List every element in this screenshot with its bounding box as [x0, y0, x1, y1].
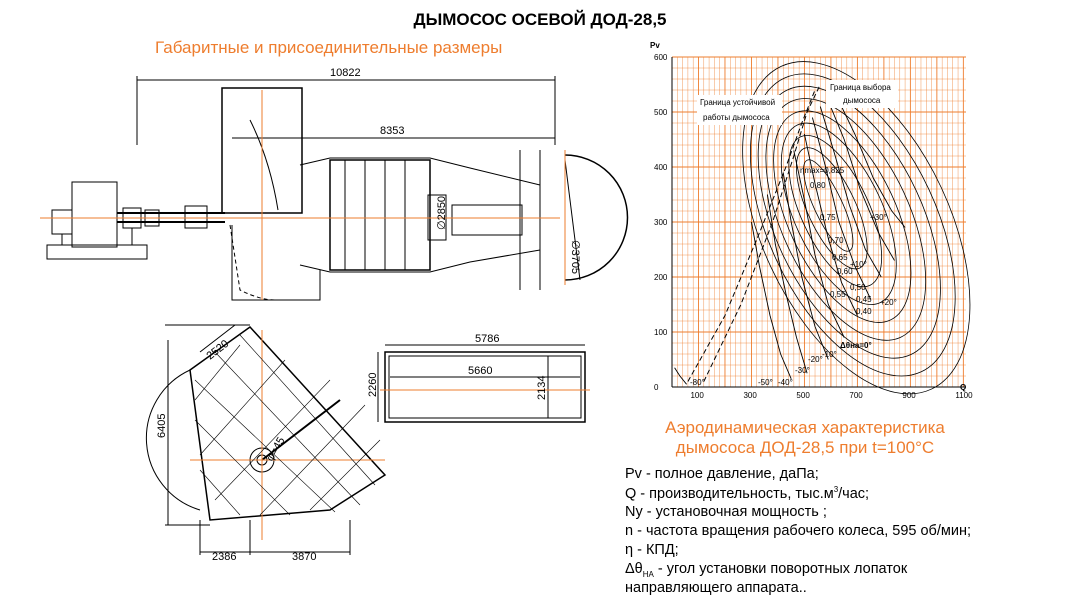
angle-curve — [819, 106, 882, 278]
dim-inner-length: 8353 — [380, 125, 404, 137]
angle-label: +20° — [880, 298, 897, 307]
eta-max-label: ηmax=0,825 — [800, 166, 845, 175]
efficiency-loop — [765, 98, 927, 341]
efficiency-label: 0,55 — [830, 290, 846, 299]
aero-title-line-1: Аэродинамическая характеристика — [665, 418, 945, 437]
angle-curve — [751, 221, 792, 379]
efficiency-loop — [803, 159, 854, 252]
efficiency-label: 0,70 — [828, 236, 844, 245]
angle-label: +30° — [870, 213, 887, 222]
efficiency-label: 0,75 — [820, 213, 836, 222]
chart-ticks: 100 300 500 700 900 1100 0 100 200 300 400 500 600 — [654, 53, 973, 400]
y-axis-label: Pv — [650, 41, 660, 50]
dim-2386: 2386 — [212, 551, 236, 563]
aero-title-line-2: дымососа ДОД-28,5 при t=100°C — [675, 438, 935, 457]
angle-label: -30° — [795, 366, 810, 375]
dim-5786: 5786 — [475, 333, 499, 345]
stability-label-2: работы дымососа — [703, 113, 770, 122]
angle-label: +10° — [850, 260, 867, 269]
x-tick-label: 1100 — [955, 391, 973, 400]
y-tick-label: 0 — [654, 383, 659, 392]
angle-label: -50° — [758, 378, 773, 387]
angle-label: -80° — [690, 378, 705, 387]
angle-curve — [793, 150, 845, 338]
legend-ny: Ny - установочная мощность ; — [625, 504, 827, 520]
efficiency-loop — [788, 134, 883, 288]
selection-label-1: Граница выбора — [830, 83, 891, 92]
dim-d2850: ∅2850 — [436, 196, 448, 230]
efficiency-loop — [757, 85, 941, 359]
legend-n: n - частота вращения рабочего колеса, 59… — [625, 523, 971, 539]
legend-eta: η - КПД; — [625, 542, 679, 558]
x-tick-label: 100 — [690, 391, 704, 400]
efficiency-loop — [796, 147, 868, 270]
x-tick-label: 700 — [849, 391, 863, 400]
angle-curve — [803, 133, 858, 316]
legend-dtheta: ΔθНА - угол установки поворотных лопаток — [625, 561, 908, 579]
dim-5660: 5660 — [468, 365, 492, 377]
y-tick-label: 100 — [654, 328, 668, 337]
drawing-subtitle: Габаритные и присоединительные размеры — [155, 38, 503, 57]
dim-d3705: ∅3705 — [569, 240, 581, 274]
efficiency-label: 0,80 — [810, 181, 826, 190]
angle-curve — [827, 100, 895, 261]
angle-curve — [811, 117, 872, 300]
y-tick-label: 600 — [654, 53, 668, 62]
x-tick-label: 900 — [902, 391, 916, 400]
x-axis-label: Q — [960, 383, 966, 392]
efficiency-loop — [773, 110, 912, 323]
dim-total-length: 10822 — [330, 67, 361, 79]
delta-theta-label: Δθна=0° — [840, 341, 872, 350]
angle-label: -40° — [778, 378, 793, 387]
dim-6405: 6405 — [156, 414, 168, 438]
x-tick-label: 500 — [796, 391, 810, 400]
y-tick-label: 300 — [654, 218, 668, 227]
efficiency-label: 0,50 — [850, 283, 866, 292]
angle-label: -20° — [808, 355, 823, 364]
angle-curve — [835, 95, 906, 228]
efficiency-loop — [750, 73, 956, 377]
y-tick-label: 500 — [654, 108, 668, 117]
selection-label-2: дымососа — [843, 96, 881, 105]
efficiency-loop — [780, 122, 897, 305]
legend-pv: Pv - полное давление, даПа; — [625, 466, 819, 482]
dim-2134: 2134 — [536, 376, 548, 400]
dim-2260: 2260 — [367, 373, 379, 397]
stability-label-1: Граница устойчивой — [700, 98, 775, 107]
y-tick-label: 400 — [654, 163, 668, 172]
technical-drawings: 10822 8353 ∅2850 ∅3705 2520 6405 φ=45 23… — [40, 67, 629, 563]
legend-dtheta-line2: направляющего аппарата.. — [625, 580, 807, 596]
angle-curve — [674, 367, 687, 385]
page-title: ДЫМОСОС ОСЕВОЙ ДОД-28,5 — [413, 10, 667, 29]
x-tick-label: 300 — [743, 391, 757, 400]
efficiency-label: 0,40 — [856, 307, 872, 316]
stability-boundary — [687, 89, 816, 382]
y-tick-label: 200 — [654, 273, 668, 282]
chart-curves — [674, 61, 971, 395]
legend-q: Q - производительность, тыс.м3/час; — [625, 485, 870, 502]
angle-label: -10° — [822, 350, 837, 359]
efficiency-label: 0,45 — [856, 295, 872, 304]
efficiency-label: 0,60 — [837, 267, 853, 276]
dim-3870: 3870 — [292, 551, 316, 563]
selection-boundary — [703, 84, 821, 382]
efficiency-loop — [742, 61, 971, 395]
efficiency-label: 0,65 — [832, 253, 848, 262]
angle-curve — [766, 194, 808, 374]
